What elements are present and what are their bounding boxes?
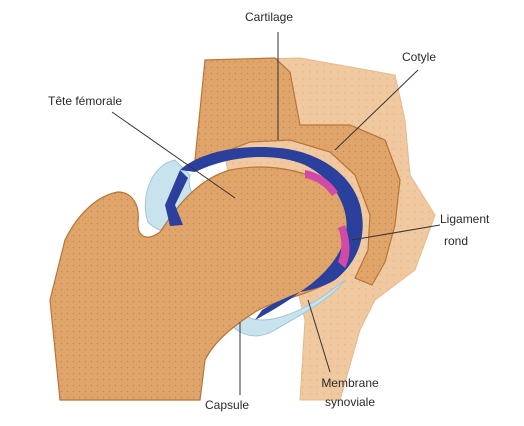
label-ligament-line2: rond — [444, 234, 468, 249]
label-membrane-line1: Membrane — [310, 376, 390, 391]
label-ligament-line1: Ligament — [440, 212, 489, 227]
label-cartilage: Cartilage — [245, 10, 293, 25]
label-capsule: Capsule — [205, 398, 249, 413]
label-membrane-line2: synoviale — [310, 395, 390, 410]
label-cotyle: Cotyle — [402, 50, 436, 65]
label-tete-femorale: Tête fémorale — [48, 94, 122, 109]
